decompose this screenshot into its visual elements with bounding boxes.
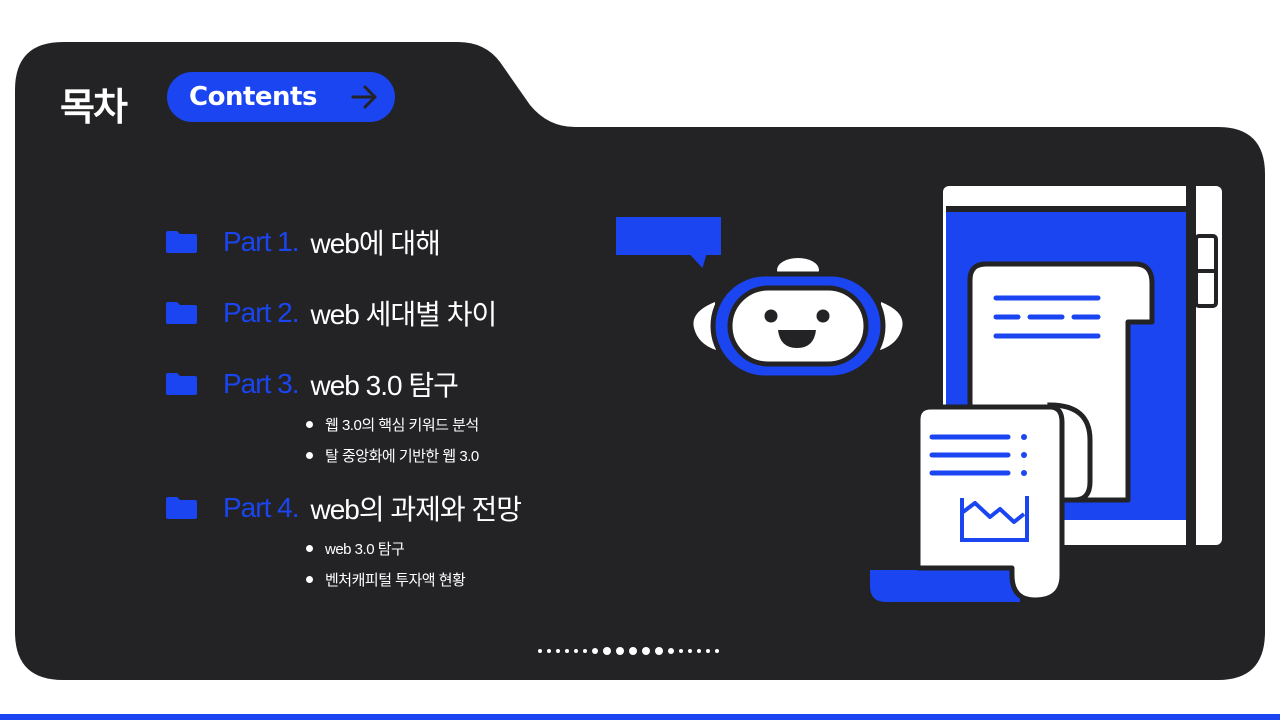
page-dot[interactable] [583,649,587,653]
part-title: web의 과제와 전망 [310,494,521,525]
page-dot[interactable] [642,647,650,655]
list-item[interactable]: 웹 3.0의 핵심 키워드 분석 [306,409,479,440]
bullet-icon [306,545,313,552]
subitem-label: 웹 3.0의 핵심 키워드 분석 [325,417,479,434]
page-dot[interactable] [565,649,569,653]
folder-icon [166,497,197,519]
part-number: Part 2. [223,297,299,328]
page-dot[interactable] [715,649,719,653]
bullet-icon [306,452,313,459]
page-dot[interactable] [679,649,683,653]
toc-item-part-4[interactable]: Part 4. web의 과제와 전망 [166,488,522,528]
subitem-label: 탈 중앙화에 기반한 웹 3.0 [325,448,479,465]
page-dot[interactable] [574,649,578,653]
page-dot[interactable] [603,647,611,655]
toc-item-part-3[interactable]: Part 3. web 3.0 탐구 [166,364,459,404]
page-dot[interactable] [538,649,542,653]
part-title: web 세대별 차이 [310,299,497,330]
page-title: 목차 [60,85,128,129]
part-number: Part 1. [223,226,299,257]
page-dot[interactable] [688,649,692,653]
part-number: Part 3. [223,368,299,399]
page-dot[interactable] [697,649,701,653]
folder-icon [166,302,197,324]
arrow-right-icon [351,85,377,109]
contents-button[interactable]: Contents [167,72,395,122]
page-dot[interactable] [592,648,598,654]
folder-icon [166,373,197,395]
page-dot[interactable] [629,647,637,655]
part-title: web 3.0 탐구 [310,370,458,401]
part-number: Part 4. [223,492,299,523]
bullet-icon [306,576,313,583]
page-indicator [538,647,719,655]
page-dot[interactable] [706,649,710,653]
subitem-label: 벤처캐피털 투자액 현황 [325,572,466,589]
page-dot[interactable] [668,648,674,654]
part-3-subitems: 웹 3.0의 핵심 키워드 분석 탈 중앙화에 기반한 웹 3.0 [306,409,479,471]
page-dot[interactable] [556,649,560,653]
toc-item-part-2[interactable]: Part 2. web 세대별 차이 [166,293,497,333]
bottom-accent-bar [0,714,1280,720]
contents-button-label: Contents [189,82,317,112]
subitem-label: web 3.0 탐구 [325,541,405,558]
bullet-icon [306,421,313,428]
part-4-subitems: web 3.0 탐구 벤처캐피털 투자액 현황 [306,533,466,595]
part-title: web에 대해 [310,228,440,259]
list-item[interactable]: web 3.0 탐구 [306,533,465,564]
toc-item-part-1[interactable]: Part 1. web에 대해 [166,222,441,262]
page-dot[interactable] [547,649,551,653]
page-dot[interactable] [655,647,663,655]
folder-icon [166,231,197,253]
list-item[interactable]: 벤처캐피털 투자액 현황 [306,564,466,595]
page-dot[interactable] [616,647,624,655]
list-item[interactable]: 탈 중앙화에 기반한 웹 3.0 [306,440,479,471]
